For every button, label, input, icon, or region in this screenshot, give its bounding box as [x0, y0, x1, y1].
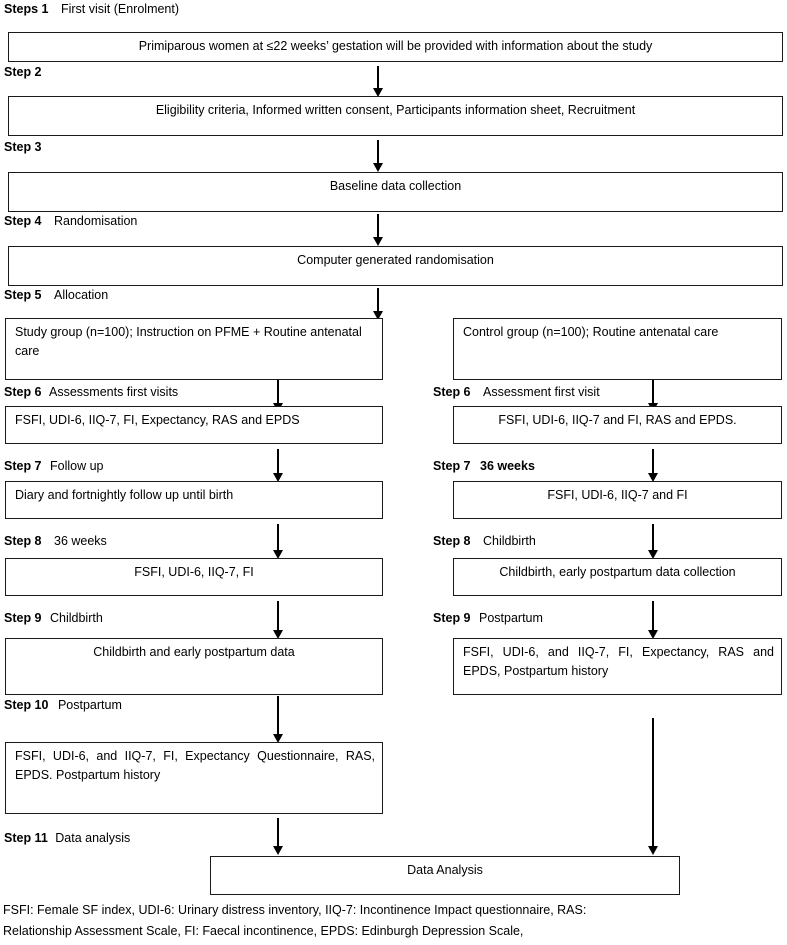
arrow-control-assess1-to-36weeks	[646, 449, 660, 482]
step-label-8-right: Step 8 Childbirth	[433, 534, 536, 548]
step-text: Data analysis	[55, 831, 131, 845]
step-text: 36 weeks	[54, 534, 107, 548]
step-label-11: Step 11 Data analysis	[4, 831, 130, 845]
step-number: Step 6	[433, 385, 471, 399]
box-study-group-text: Study group (n=100); Instruction on PFME…	[15, 325, 362, 358]
step-label-5: Step 5 Allocation	[4, 288, 108, 302]
box-randomisation: Computer generated randomisation	[8, 246, 783, 286]
box-control-childbirth: Childbirth, early postpartum data collec…	[453, 558, 782, 596]
step-text: Postpartum	[57, 698, 122, 712]
step-label-4: Step 4 Randomisation	[4, 214, 137, 228]
step-text: Follow up	[50, 459, 104, 473]
box-data-analysis: Data Analysis	[210, 856, 680, 895]
step-text: Postpartum	[479, 611, 543, 625]
step-label-3: Step 3	[4, 140, 42, 154]
box-control-assessment-1-text: FSFI, UDI-6, IIQ-7 and FI, RAS and EPDS.	[498, 413, 737, 427]
arrow-study-childbirth-to-postpartum	[271, 696, 285, 743]
arrow-enrolment-to-eligibility	[371, 66, 385, 97]
box-study-36weeks: FSFI, UDI-6, IIQ-7, FI	[5, 558, 383, 596]
step-number: Steps 1	[4, 2, 49, 16]
step-text: Assessments first visits	[49, 385, 179, 399]
box-baseline: Baseline data collection	[8, 172, 783, 212]
box-eligibility-text: Eligibility criteria, Informed written c…	[155, 103, 636, 117]
arrow-baseline-to-randomisation	[371, 214, 385, 246]
step-text: Childbirth	[50, 611, 103, 625]
box-study-childbirth-text: Childbirth and early postpartum data	[93, 645, 295, 659]
arrow-randomisation-to-allocation	[371, 288, 385, 320]
step-text: Randomisation	[54, 214, 138, 228]
arrow-eligibility-to-baseline	[371, 140, 385, 172]
arrow-control-postpartum-to-data-analysis	[646, 718, 660, 855]
box-control-childbirth-text: Childbirth, early postpartum data collec…	[499, 565, 736, 579]
arrow-study-postpartum-to-data-analysis	[271, 818, 285, 855]
box-study-followup: Diary and fortnightly follow up until bi…	[5, 481, 383, 519]
step-label-2: Step 2	[4, 65, 42, 79]
box-control-postpartum: FSFI, UDI-6, and IIQ-7, FI, Expectancy, …	[453, 638, 782, 695]
footnote-line-2: Relationship Assessment Scale, FI: Faeca…	[3, 924, 524, 938]
step-text: Childbirth	[483, 534, 536, 548]
box-study-assessment-1-text: FSFI, UDI-6, IIQ-7, FI, Expectancy, RAS …	[15, 413, 300, 427]
step-number: Step 8	[4, 534, 42, 548]
arrow-study-36weeks-to-childbirth	[271, 601, 285, 639]
box-control-assessment-1: FSFI, UDI-6, IIQ-7 and FI, RAS and EPDS.	[453, 406, 782, 444]
box-study-followup-text: Diary and fortnightly follow up until bi…	[15, 488, 234, 502]
box-study-childbirth: Childbirth and early postpartum data	[5, 638, 383, 695]
box-eligibility: Eligibility criteria, Informed written c…	[8, 96, 783, 136]
footnote-line-1: FSFI: Female SF index, UDI-6: Urinary di…	[3, 903, 587, 917]
step-label-7-right: Step 7 36 weeks	[433, 459, 535, 473]
step-label-9-right: Step 9 Postpartum	[433, 611, 543, 625]
step-text: First visit (Enrolment)	[60, 2, 180, 16]
step-label-1: Steps 1 First visit (Enrolment)	[4, 2, 179, 16]
step-number: Step 5	[4, 288, 42, 302]
step-number: Step 10	[4, 698, 49, 712]
step-number: Step 8	[433, 534, 471, 548]
box-control-group-text: Control group (n=100); Routine antenatal…	[463, 325, 719, 339]
box-enrolment-text: Primiparous women at ≤22 weeks’ gestatio…	[138, 39, 653, 53]
step-number: Step 4	[4, 214, 42, 228]
arrow-control-childbirth-to-postpartum	[646, 601, 660, 639]
step-text: 36 weeks	[480, 459, 535, 473]
box-control-36weeks-text: FSFI, UDI-6, IIQ-7 and FI	[547, 488, 688, 502]
box-randomisation-text: Computer generated randomisation	[297, 253, 494, 267]
box-control-36weeks: FSFI, UDI-6, IIQ-7 and FI	[453, 481, 782, 519]
box-study-group: Study group (n=100); Instruction on PFME…	[5, 318, 383, 380]
step-number: Step 7	[4, 459, 42, 473]
step-number: Step 7	[433, 459, 471, 473]
step-label-8-left: Step 8 36 weeks	[4, 534, 107, 548]
box-study-assessment-1: FSFI, UDI-6, IIQ-7, FI, Expectancy, RAS …	[5, 406, 383, 444]
step-label-10: Step 10 Postpartum	[4, 698, 122, 712]
step-label-9-left: Step 9 Childbirth	[4, 611, 103, 625]
arrow-study-followup-to-36weeks	[271, 524, 285, 559]
box-study-postpartum-text: FSFI, UDI-6, and IIQ-7, FI, Expectancy Q…	[15, 749, 375, 782]
step-label-6-right: Step 6 Assessment first visit	[433, 385, 600, 399]
step-number: Step 9	[4, 611, 42, 625]
box-data-analysis-text: Data Analysis	[407, 863, 483, 877]
box-study-36weeks-text: FSFI, UDI-6, IIQ-7, FI	[134, 565, 254, 579]
step-number: Step 9	[433, 611, 471, 625]
step-text: Allocation	[54, 288, 109, 302]
step-number: Step 11	[4, 831, 48, 845]
box-study-postpartum: FSFI, UDI-6, and IIQ-7, FI, Expectancy Q…	[5, 742, 383, 814]
step-label-6-left: Step 6 Assessments first visits	[4, 385, 178, 399]
box-enrolment: Primiparous women at ≤22 weeks’ gestatio…	[8, 32, 783, 62]
box-control-group: Control group (n=100); Routine antenatal…	[453, 318, 782, 380]
step-label-7-left: Step 7 Follow up	[4, 459, 104, 473]
step-number: Step 3	[4, 140, 42, 154]
box-control-postpartum-text: FSFI, UDI-6, and IIQ-7, FI, Expectancy, …	[463, 645, 774, 678]
arrow-study-assess1-to-followup	[271, 449, 285, 482]
arrow-control-36weeks-to-childbirth	[646, 524, 660, 559]
box-baseline-text: Baseline data collection	[329, 179, 462, 193]
step-number: Step 2	[4, 65, 42, 79]
step-number: Step 6	[4, 385, 42, 399]
step-text: Assessment first visit	[483, 385, 600, 399]
